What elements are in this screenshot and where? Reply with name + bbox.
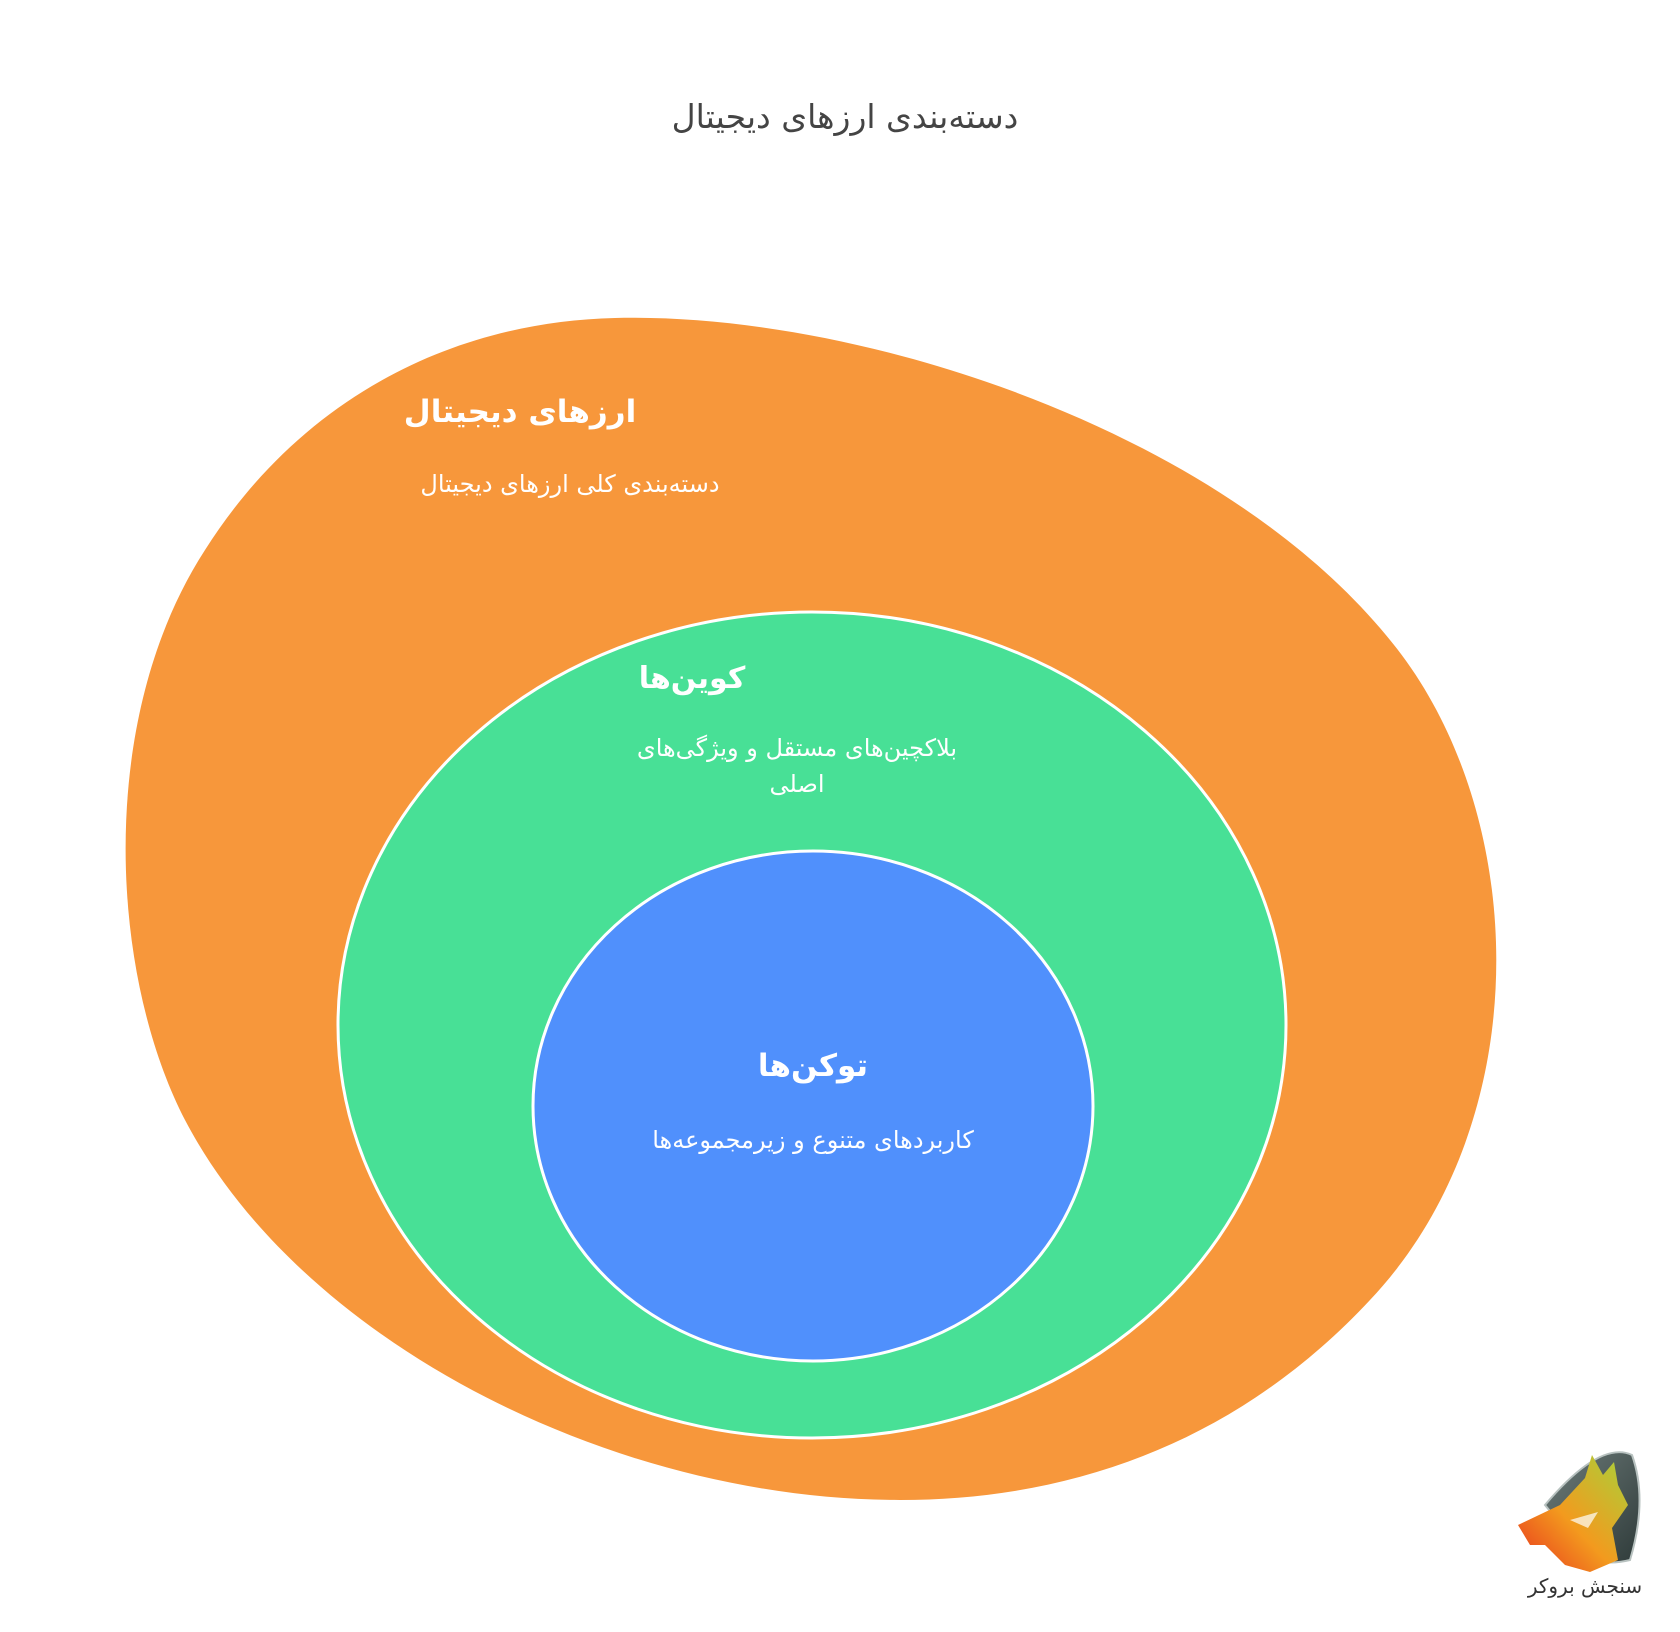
inner-region-tokens	[531, 849, 1095, 1363]
brand-logo-text: سنجش بروکر	[1527, 1574, 1642, 1598]
middle-region-label: کوین‌ها	[639, 661, 746, 696]
inner-region-label: توکن‌ها	[758, 1048, 868, 1084]
middle-region-description-line2: اصلی	[770, 770, 825, 798]
brand-logo: سنجش بروکر	[1518, 1451, 1642, 1598]
fox-shield-icon	[1518, 1451, 1641, 1572]
outer-region-label: ارزهای دیجیتال	[404, 394, 636, 430]
diagram-title: دسته‌بندی ارزهای دیجیتال	[672, 97, 1019, 136]
middle-region-description-line1: بلاکچین‌های مستقل و ویژگی‌های	[637, 734, 957, 762]
outer-region-description: دسته‌بندی کلی ارزهای دیجیتال	[420, 470, 719, 498]
inner-region-description: کاربردهای متنوع و زیرمجموعه‌ها	[652, 1126, 974, 1154]
